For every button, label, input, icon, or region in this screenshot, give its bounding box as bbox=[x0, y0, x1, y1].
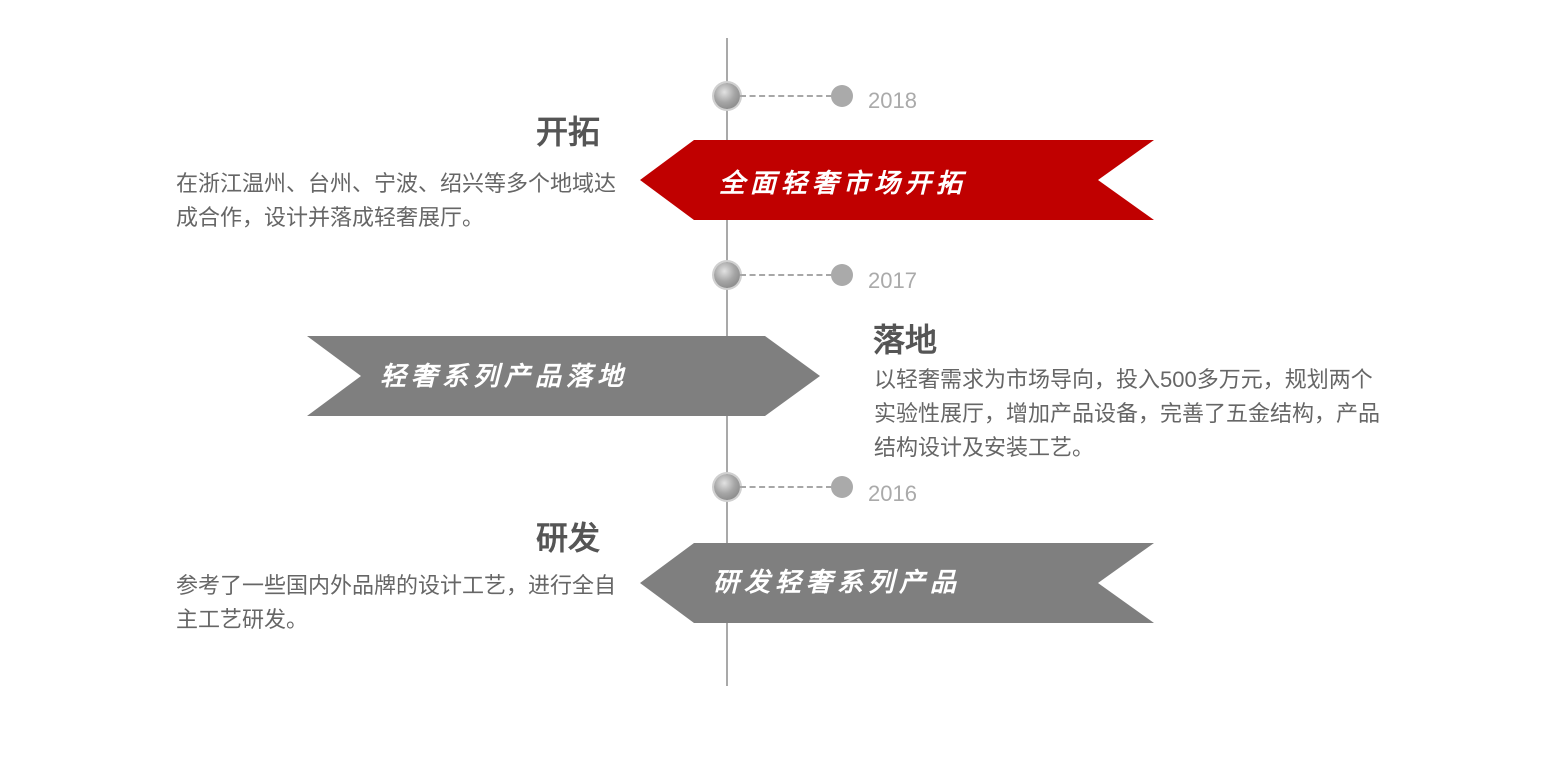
timeline-node-2017 bbox=[714, 262, 740, 288]
block-title-2016: 研发 bbox=[536, 520, 601, 556]
block-title-2018: 开拓 bbox=[536, 114, 601, 150]
timeline-dot-2016 bbox=[831, 476, 853, 498]
banner-text-2018: 全面轻奢市场开拓 bbox=[719, 168, 968, 198]
timeline-connector-2017 bbox=[740, 274, 832, 276]
year-label-2018: 2018 bbox=[868, 88, 917, 113]
block-description-2017: 以轻奢需求为市场导向，投入500多万元，规划两个实验性展厅，增加产品设备，完善了… bbox=[874, 367, 1381, 460]
year-label-2016: 2016 bbox=[868, 481, 917, 506]
timeline-dot-2018 bbox=[831, 85, 853, 107]
year-label-2017: 2017 bbox=[868, 268, 917, 293]
banner-shape-2018 bbox=[640, 140, 1154, 220]
banner-ribbon-2016 bbox=[640, 543, 1154, 623]
banner-ribbon-2017 bbox=[307, 336, 820, 416]
timeline-connector-2016 bbox=[740, 486, 832, 488]
banner-text-2016: 研发轻奢系列产品 bbox=[713, 567, 962, 597]
banner-shape-2017 bbox=[307, 336, 820, 416]
timeline-dot-2017 bbox=[831, 264, 853, 286]
timeline-node-2018 bbox=[714, 83, 740, 109]
timeline-node-2016 bbox=[714, 474, 740, 500]
timeline-connector-2018 bbox=[740, 95, 832, 97]
block-description-2016: 参考了一些国内外品牌的设计工艺，进行全自主工艺研发。 bbox=[176, 573, 617, 632]
banner-text-2017: 轻奢系列产品落地 bbox=[380, 361, 629, 391]
block-description-2018: 在浙江温州、台州、宁波、绍兴等多个地域达成合作，设计并落成轻奢展厅。 bbox=[176, 171, 617, 230]
block-title-2017: 落地 bbox=[873, 322, 938, 358]
banner-ribbon-2018 bbox=[640, 140, 1154, 220]
banner-shape-2016 bbox=[640, 543, 1154, 623]
